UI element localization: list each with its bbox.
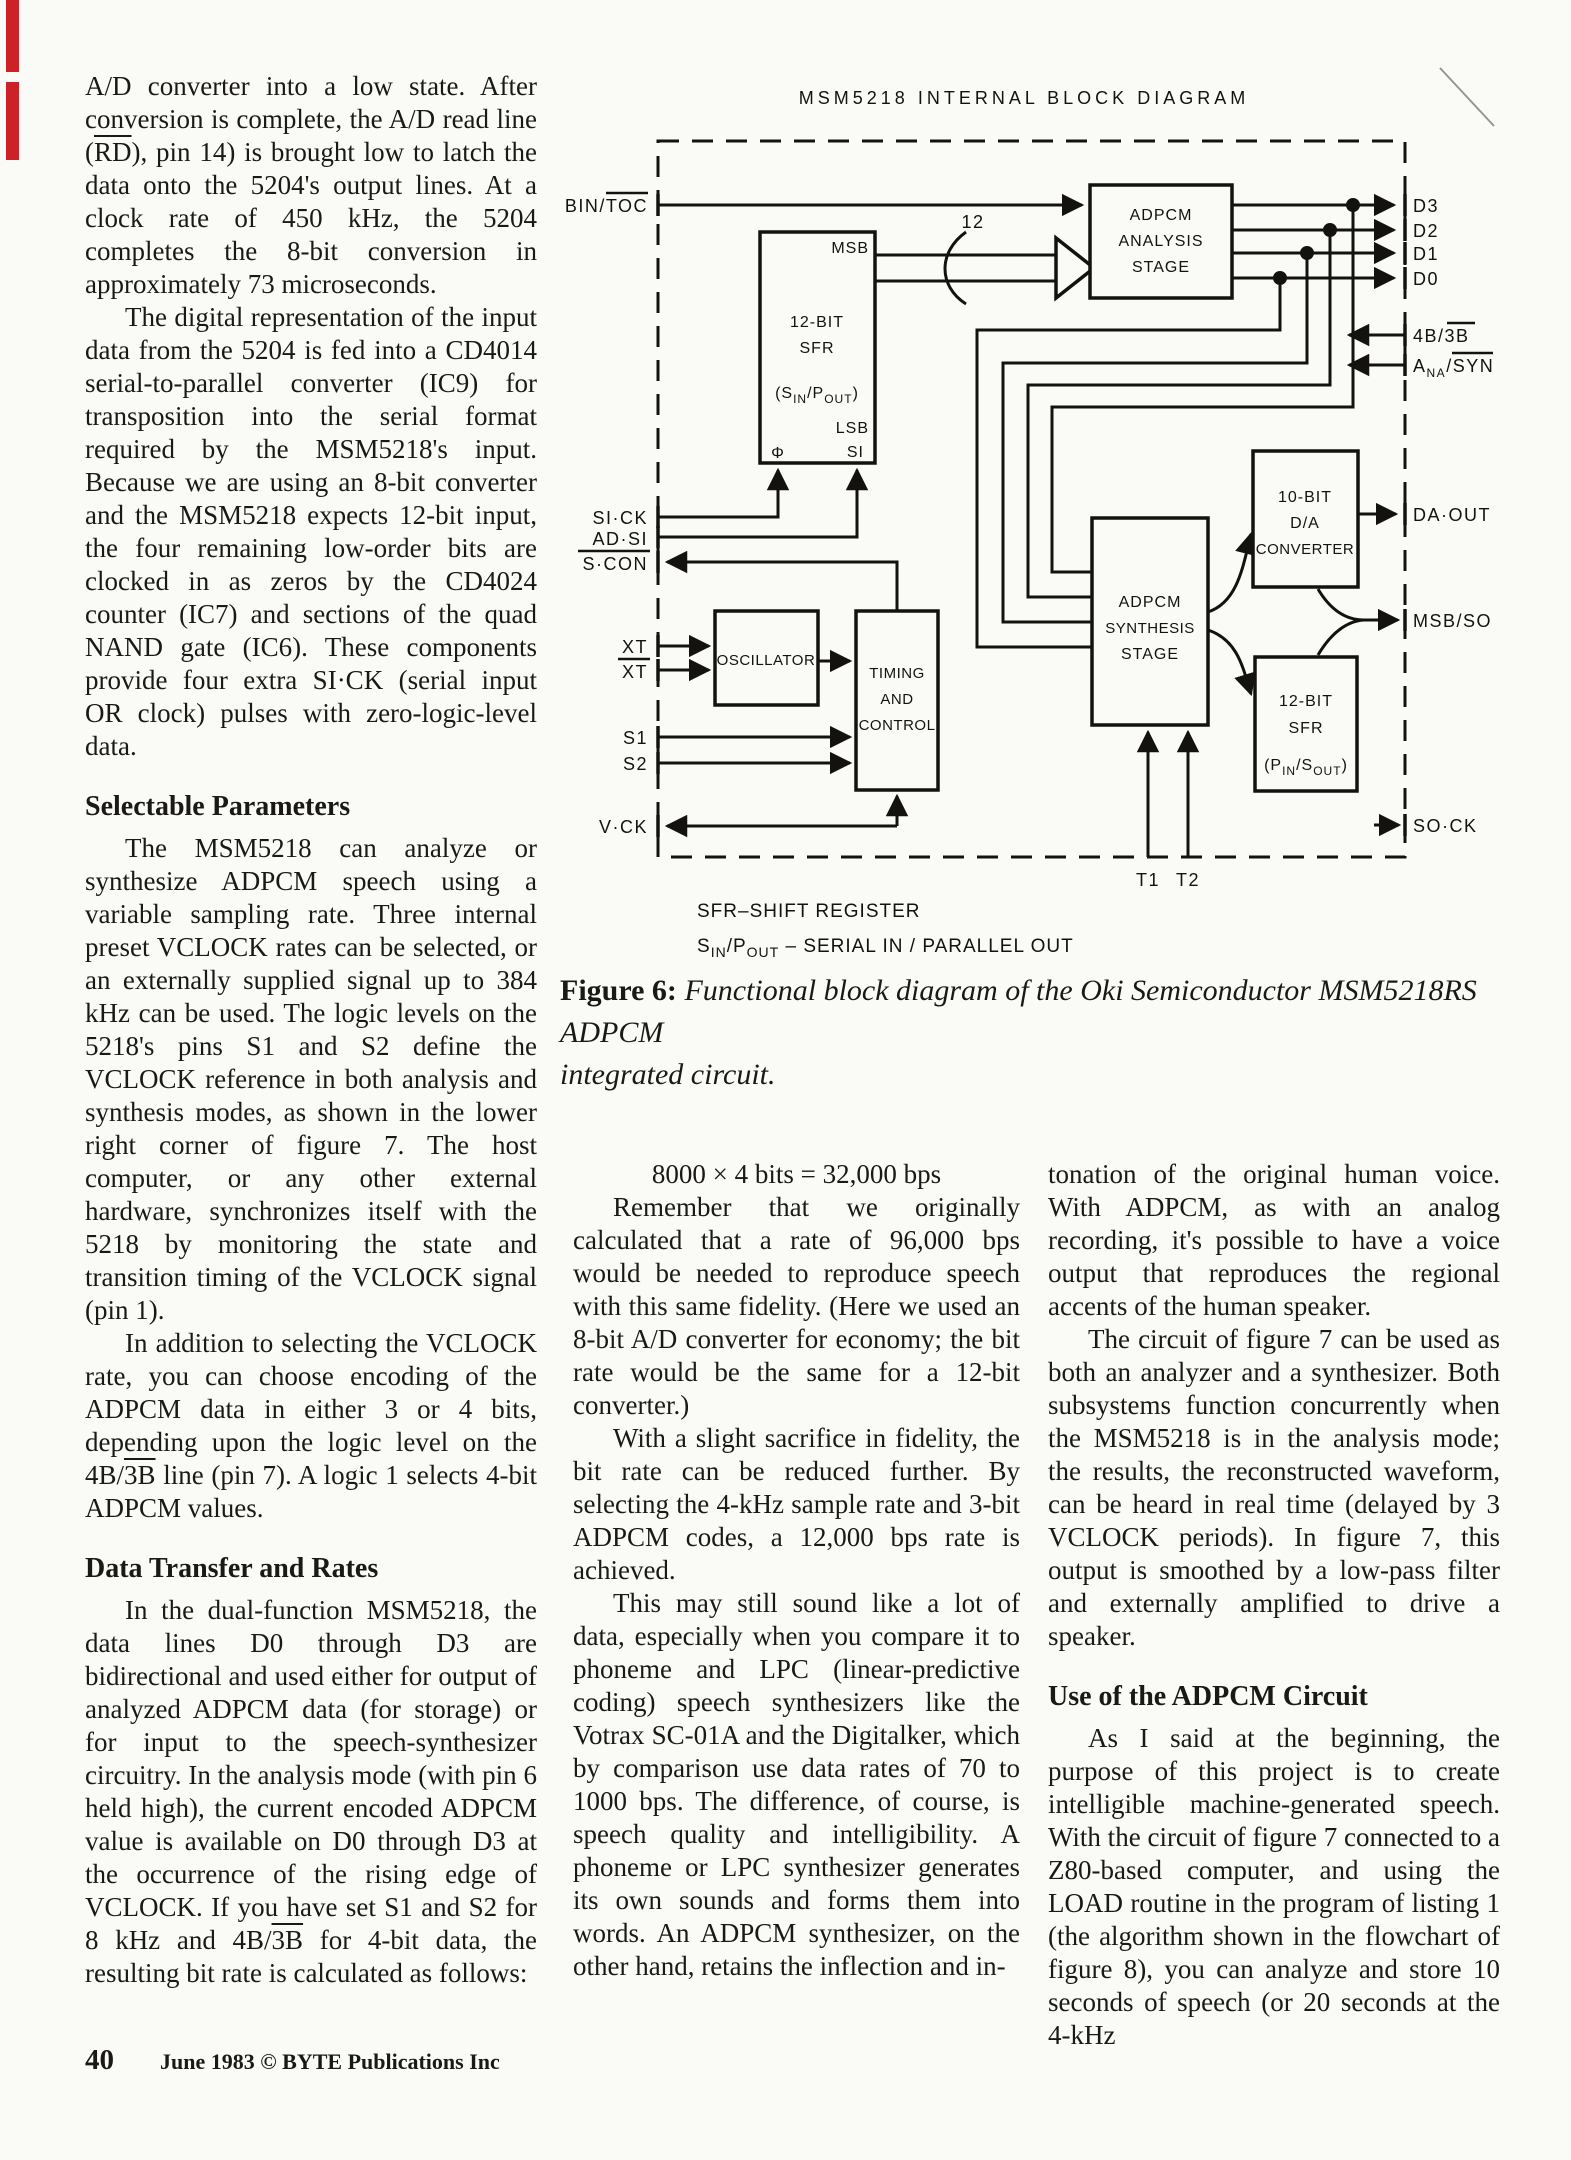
diagram-blocks xyxy=(713,183,1360,793)
text-column-middle: 8000 × 4 bits = 32,000 bps Remember that… xyxy=(573,1158,1020,1983)
timing-control-block xyxy=(854,609,940,792)
svg-text:12-BIT: 12-BIT xyxy=(790,314,844,331)
svg-text:SYNTHESIS: SYNTHESIS xyxy=(1105,620,1195,637)
svg-text:10-BIT: 10-BIT xyxy=(1278,489,1332,506)
page-number: 40 xyxy=(85,2044,114,2076)
pin-s-con: S·CON xyxy=(583,554,649,574)
pin-ad-si: AD·SI xyxy=(592,529,648,549)
pin-si-ck: SI·CK xyxy=(592,508,648,528)
bus-width-label: 12 xyxy=(961,212,984,232)
sfr-in-si-label: SI xyxy=(847,444,864,461)
note-sin-pout: SIN/POUT – SERIAL IN / PARALLEL OUT xyxy=(697,936,1074,960)
pin-t2: T2 xyxy=(1176,870,1200,890)
pin-t1: T1 xyxy=(1136,870,1160,890)
paragraph: In addition to selecting the VCLOCK rate… xyxy=(85,1328,537,1523)
text-column-left: A/D converter into a low state. After co… xyxy=(85,70,537,1990)
pin-d2: D2 xyxy=(1413,221,1439,241)
paragraph: As I said at the beginning, the purpose … xyxy=(1048,1723,1500,2050)
svg-text:TIMING: TIMING xyxy=(869,665,925,682)
sfr-output-block xyxy=(1253,655,1359,793)
paragraph: Remember that we originally calculated t… xyxy=(573,1192,1020,1420)
bitrate-equation: 8000 × 4 bits = 32,000 bps xyxy=(651,1159,942,1189)
pin-xt-bar: XT xyxy=(622,662,648,682)
svg-text:12-BIT: 12-BIT xyxy=(1279,693,1333,710)
paragraph: A/D converter into a low state. After co… xyxy=(85,71,537,299)
pin-v-ck: V·CK xyxy=(599,817,648,837)
paragraph: The MSM5218 can analyze or synthesize AD… xyxy=(85,833,537,1325)
sfr-in-pin-label: (SIN/POUT) xyxy=(775,385,859,406)
figure-caption: Figure 6: Functional block diagram of th… xyxy=(560,970,1508,1096)
chip-boundary xyxy=(656,139,1407,859)
diagram-title: MSM5218 INTERNAL BLOCK DIAGRAM xyxy=(799,88,1249,108)
pin-ana-syn: ANA/SYN xyxy=(1413,356,1494,380)
svg-text:SFR: SFR xyxy=(800,340,835,357)
paragraph: tonation of the original human voice. Wi… xyxy=(1048,1159,1500,1321)
paragraph: This may still sound like a lot of data,… xyxy=(573,1588,1020,1981)
figure-caption-line1: Functional block diagram of the Oki Semi… xyxy=(560,974,1477,1049)
pin-d0: D0 xyxy=(1413,269,1439,289)
pin-s2: S2 xyxy=(623,754,648,774)
text-column-right: tonation of the original human voice. Wi… xyxy=(1048,1158,1500,2052)
paragraph: With a slight sacrifice in fidelity, the… xyxy=(573,1423,1020,1585)
paragraph: In the dual-function MSM5218, the data l… xyxy=(85,1595,537,1988)
pin-labels: BIN/TOC SI·CK AD·SI S·CON XT XT S1 S2 V·… xyxy=(565,191,1494,890)
paragraph: The circuit of figure 7 can be used as b… xyxy=(1048,1324,1500,1651)
da-converter-block xyxy=(1251,449,1360,589)
pin-d1: D1 xyxy=(1413,244,1439,264)
svg-text:CONTROL: CONTROL xyxy=(859,717,936,734)
svg-text:STAGE: STAGE xyxy=(1121,646,1179,663)
note-sfr: SFR–SHIFT REGISTER xyxy=(697,901,921,922)
svg-text:STAGE: STAGE xyxy=(1132,259,1190,276)
sfr-in-lsb-label: LSB xyxy=(836,420,869,437)
svg-text:SFR: SFR xyxy=(1289,720,1324,737)
svg-text:D/A: D/A xyxy=(1290,515,1320,532)
figure-caption-label: Figure 6: xyxy=(560,974,677,1007)
svg-text:AND: AND xyxy=(880,691,913,708)
sfr-input-block xyxy=(758,230,877,465)
scan-red-mark-top xyxy=(6,0,19,72)
sfr-in-msb-label: MSB xyxy=(831,240,869,257)
diagram-wires xyxy=(658,193,1405,857)
adpcm-analysis-block xyxy=(1088,183,1234,300)
oscillator-block xyxy=(713,609,820,707)
adpcm-synthesis-block xyxy=(1090,516,1210,727)
svg-text:ANALYSIS: ANALYSIS xyxy=(1118,233,1203,250)
scan-scratch-artifact xyxy=(1439,67,1495,127)
pin-msb-so: MSB/SO xyxy=(1413,611,1492,631)
publication-credit: June 1983 © BYTE Publications Inc xyxy=(160,2049,500,2074)
block-diagram-figure: MSM5218 INTERNAL BLOCK DIAGRAM xyxy=(565,67,1495,960)
section-heading: Use of the ADPCM Circuit xyxy=(1048,1681,1368,1712)
pin-xt: XT xyxy=(622,637,648,657)
paragraph: The digital representation of the input … xyxy=(85,302,537,761)
sfr-out-pin-label: (PIN/SOUT) xyxy=(1264,757,1348,778)
figure-caption-line2: integrated circuit. xyxy=(560,1058,776,1091)
svg-text:ADPCM: ADPCM xyxy=(1130,207,1193,224)
svg-text:OSCILLATOR: OSCILLATOR xyxy=(717,652,816,669)
diagram-notes: SFR–SHIFT REGISTER SIN/POUT – SERIAL IN … xyxy=(697,901,1074,960)
pin-da-out: DA·OUT xyxy=(1413,505,1491,525)
pin-s1: S1 xyxy=(623,728,648,748)
svg-text:ADPCM: ADPCM xyxy=(1119,594,1182,611)
block-labels: MSB 12-BIT SFR (SIN/POUT) LSB SI Φ ADPCM… xyxy=(717,207,1354,778)
pin-4b-3b: 4B/3B xyxy=(1413,326,1470,346)
pin-so-ck: SO·CK xyxy=(1413,816,1478,836)
svg-text:CONVERTER: CONVERTER xyxy=(1256,541,1354,558)
page-footer: 40 June 1983 © BYTE Publications Inc xyxy=(85,2044,500,2077)
section-heading: Selectable Parameters xyxy=(85,791,351,822)
scan-red-mark-bottom xyxy=(6,82,19,160)
sfr-in-phi-label: Φ xyxy=(771,445,785,462)
pin-bin-toc: BIN/TOC xyxy=(565,196,648,216)
section-heading: Data Transfer and Rates xyxy=(85,1553,379,1584)
pin-d3: D3 xyxy=(1413,196,1439,216)
